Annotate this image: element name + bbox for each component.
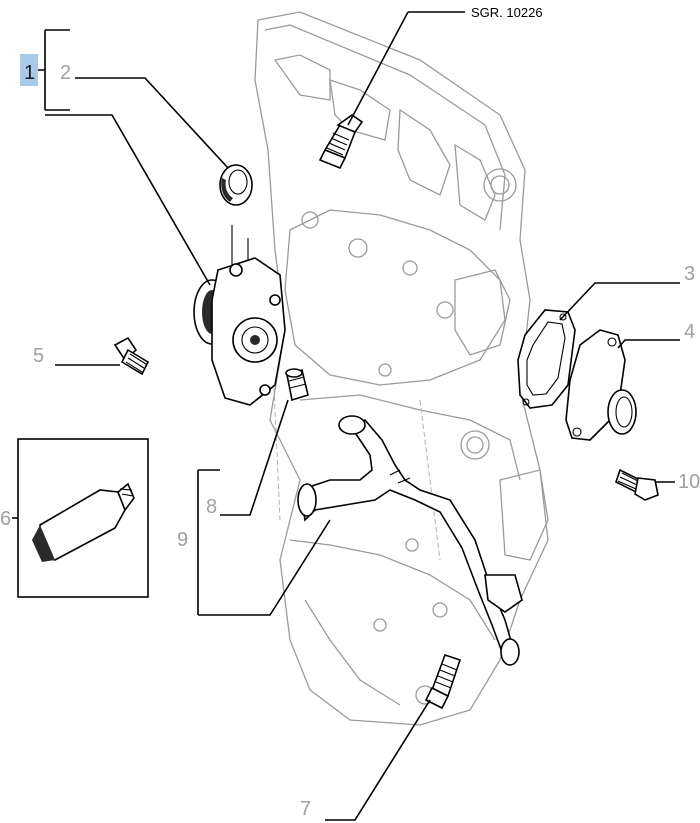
callout-10[interactable]: 10	[678, 471, 700, 493]
selected-callout-highlight	[20, 54, 38, 86]
thermostat-housing-part[interactable]	[565, 329, 637, 441]
fitting-part-8[interactable]	[285, 368, 309, 402]
reference-code-label: SGR. 10226	[471, 5, 543, 20]
callout-labels: SGR. 10226 1 2 3 4 5 6 7 8 9 10	[0, 5, 700, 820]
sealant-kit-part[interactable]	[17, 438, 149, 598]
coolant-pipe-part[interactable]	[297, 415, 523, 666]
bolt-part-5[interactable]	[113, 336, 150, 376]
callout-5[interactable]: 5	[33, 345, 44, 367]
leader-lines	[12, 11, 680, 821]
callout-1[interactable]: 1	[24, 62, 35, 84]
callout-9[interactable]: 9	[177, 529, 188, 551]
callout-6[interactable]: 6	[0, 508, 11, 530]
stud-bolt-part-7[interactable]	[424, 653, 462, 710]
gasket-part[interactable]	[517, 309, 576, 409]
callout-3[interactable]: 3	[684, 263, 695, 285]
callout-7[interactable]: 7	[300, 798, 311, 820]
temperature-sensor-part[interactable]	[318, 114, 364, 170]
callout-4[interactable]: 4	[684, 321, 695, 343]
seal-ring-part[interactable]	[219, 164, 253, 206]
callout-2[interactable]: 2	[60, 62, 71, 84]
bolt-part-10[interactable]	[615, 468, 659, 501]
water-pump-part[interactable]	[193, 225, 286, 406]
callout-8[interactable]: 8	[206, 496, 217, 518]
